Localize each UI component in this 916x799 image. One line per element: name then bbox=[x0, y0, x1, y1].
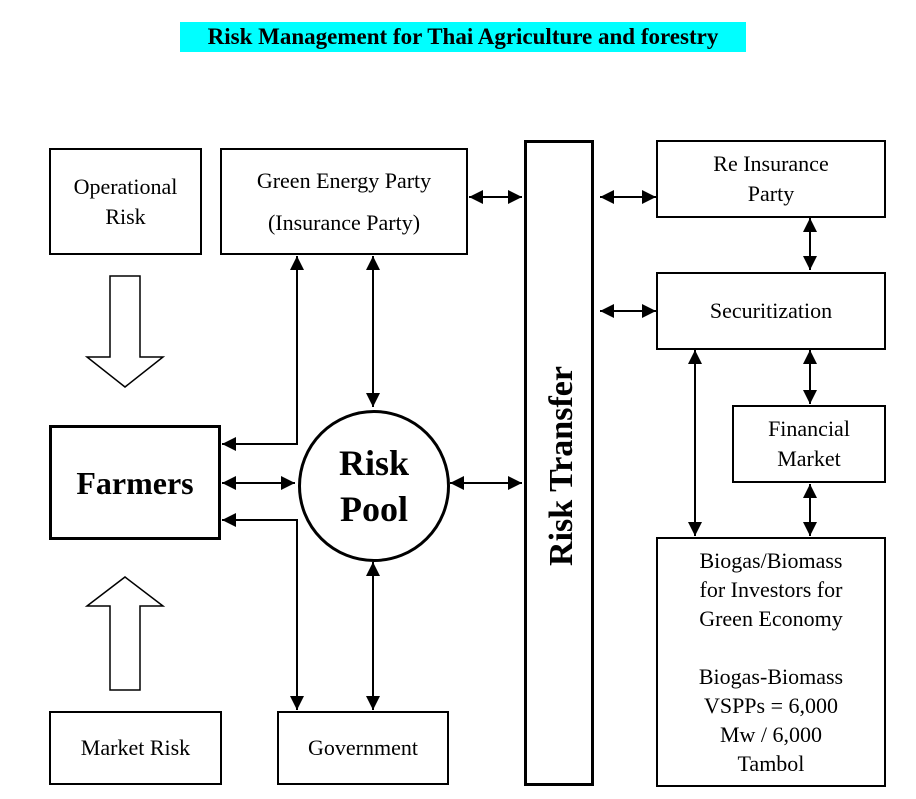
operational-risk-box: Operational Risk bbox=[49, 148, 202, 255]
green-energy-party-label: Green Energy Party (Insurance Party) bbox=[256, 167, 432, 235]
reinsurance-party-label: Re Insurance Party bbox=[713, 151, 829, 206]
risk-pool-label: Risk Pool bbox=[338, 443, 410, 529]
biogas-investors-label: Biogas/Biomass for Investors for Green E… bbox=[698, 548, 844, 776]
risk-transfer-label: Risk Transfer bbox=[543, 366, 580, 566]
down-block-arrow bbox=[84, 275, 166, 388]
market-risk-box: Market Risk bbox=[49, 711, 222, 785]
diagram-title: Risk Management for Thai Agriculture and… bbox=[180, 22, 746, 52]
operational-risk-label: Operational Risk bbox=[73, 173, 178, 229]
arrow-farmers-government bbox=[222, 513, 304, 710]
arrow-green-energy-farmers bbox=[222, 256, 304, 451]
financial-market-box: Financial Market bbox=[732, 405, 886, 483]
farmers-box: Farmers bbox=[49, 425, 221, 540]
up-block-arrow bbox=[84, 576, 166, 691]
reinsurance-party-box: Re Insurance Party bbox=[656, 140, 886, 218]
risk-transfer-box: Risk Transfer bbox=[524, 140, 594, 786]
financial-market-label: Financial Market bbox=[768, 416, 850, 471]
securitization-label: Securitization bbox=[709, 298, 833, 323]
government-box: Government bbox=[277, 711, 449, 785]
green-energy-party-box: Green Energy Party (Insurance Party) bbox=[220, 148, 468, 255]
government-label: Government bbox=[308, 735, 418, 760]
market-risk-label: Market Risk bbox=[80, 735, 191, 760]
farmers-label: Farmers bbox=[76, 464, 194, 501]
risk-pool-circle: Risk Pool bbox=[298, 410, 450, 562]
securitization-box: Securitization bbox=[656, 272, 886, 350]
biogas-investors-box: Biogas/Biomass for Investors for Green E… bbox=[656, 537, 886, 787]
